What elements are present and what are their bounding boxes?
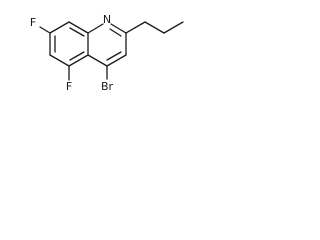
bond-c8-c7 bbox=[49, 21, 70, 34]
atom-label-bromine: Br bbox=[101, 80, 114, 93]
bond-propyl-3 bbox=[163, 21, 184, 34]
bond-n1-c2 bbox=[110, 23, 127, 34]
bond-c5-c4a bbox=[68, 54, 89, 67]
bond-n1-c2-inner bbox=[109, 28, 122, 37]
bond-c8a-c8-inner bbox=[69, 27, 85, 37]
atom-label-fluorine-bottom: F bbox=[66, 80, 72, 93]
bond-c3-c4-inner bbox=[106, 51, 122, 61]
bond-propyl-1 bbox=[125, 21, 146, 34]
bond-c7-fluorine bbox=[39, 26, 51, 34]
bond-c3-c4 bbox=[106, 54, 127, 67]
bond-propyl-2 bbox=[144, 21, 165, 34]
bond-c5-c4a-inner bbox=[69, 51, 85, 61]
bond-c4-c4a bbox=[87, 54, 108, 67]
atom-label-fluorine-top: F bbox=[30, 16, 36, 29]
bond-c8a-n1 bbox=[87, 23, 104, 34]
chemical-structure-diagram: F N F Br bbox=[30, 13, 184, 93]
atom-label-nitrogen: N bbox=[103, 13, 111, 26]
bond-c8a-c8 bbox=[68, 21, 89, 34]
bond-c6-c5 bbox=[49, 54, 70, 67]
